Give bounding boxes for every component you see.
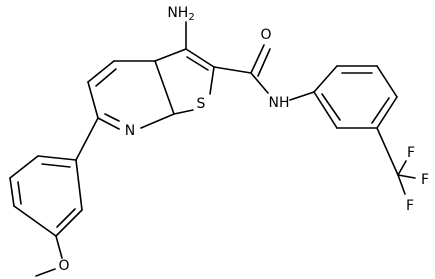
bond-c5pp-c6pp	[55, 209, 83, 237]
bond-c6pp-c1pp	[75, 159, 83, 211]
bond-c2-camide	[213, 66, 252, 74]
bond-c4p-c5p-inner	[371, 97, 390, 124]
bond-camide-o-double	[257, 48, 271, 77]
bond-c2pp-c3pp	[9, 155, 39, 179]
bond-camide-nh	[250, 72, 269, 94]
bond-c5p-ccf3	[376, 127, 399, 176]
label-layer: NH2 O NH S N F F F O	[58, 5, 429, 274]
bond-nh-c1prime	[289, 91, 315, 101]
bond-ccf3-f2	[397, 174, 416, 179]
bond-layer	[9, 21, 416, 277]
bond-c3a-c7a	[154, 60, 175, 115]
bond-c6-n7-inner	[104, 113, 120, 122]
bond-c5-c6	[87, 81, 99, 119]
fluorine-label-2: F	[421, 172, 429, 188]
bond-c3pp-c4pp	[9, 177, 15, 207]
bond-c3pp-c4pp-inner	[17, 181, 22, 205]
bond-c4-c5	[87, 60, 115, 83]
bond-c3-c3a	[154, 48, 187, 62]
bond-c1p-c2p	[313, 65, 338, 93]
fluorine-label-3: F	[406, 198, 414, 214]
bond-c4pp-c5pp	[13, 205, 57, 237]
bond-c3-c2-inner	[186, 56, 209, 71]
bond-c2-s	[209, 66, 215, 95]
pyridine-nitrogen-label: N	[125, 123, 135, 139]
bond-ccf3-f3	[397, 174, 406, 195]
bond-c6-c1pp	[75, 117, 99, 161]
ether-oxygen-label: O	[58, 258, 69, 274]
bond-c5pp-o	[55, 235, 63, 259]
bond-camide-o	[250, 44, 265, 74]
bond-s-c7a	[173, 109, 194, 115]
amide-nitrogen-label: NH	[269, 95, 290, 111]
bond-c4p-c5p	[376, 96, 398, 129]
bond-o-ch3	[35, 268, 56, 277]
thiophene-sulfur-label: S	[197, 96, 206, 112]
bond-c6p-c1p	[313, 91, 338, 129]
bond-c6-n7	[97, 117, 120, 130]
bond-ccf3-f1	[397, 160, 407, 176]
bond-c1pp-c2pp	[37, 155, 77, 161]
bond-c1pp-c2pp-inner	[41, 163, 71, 168]
fluorine-label-1: F	[407, 145, 415, 161]
amine-nitrogen-label: NH2	[167, 5, 194, 23]
bond-c3p-c4p	[376, 65, 398, 98]
bond-c5pp-c6pp-inner	[56, 208, 76, 228]
carbonyl-oxygen-label: O	[260, 27, 271, 43]
bond-n7-c7a	[140, 113, 175, 129]
bond-c4-c5-inner	[95, 68, 117, 87]
bond-c6p-c1p-inner	[321, 93, 341, 121]
bond-c3-c2	[185, 48, 215, 68]
